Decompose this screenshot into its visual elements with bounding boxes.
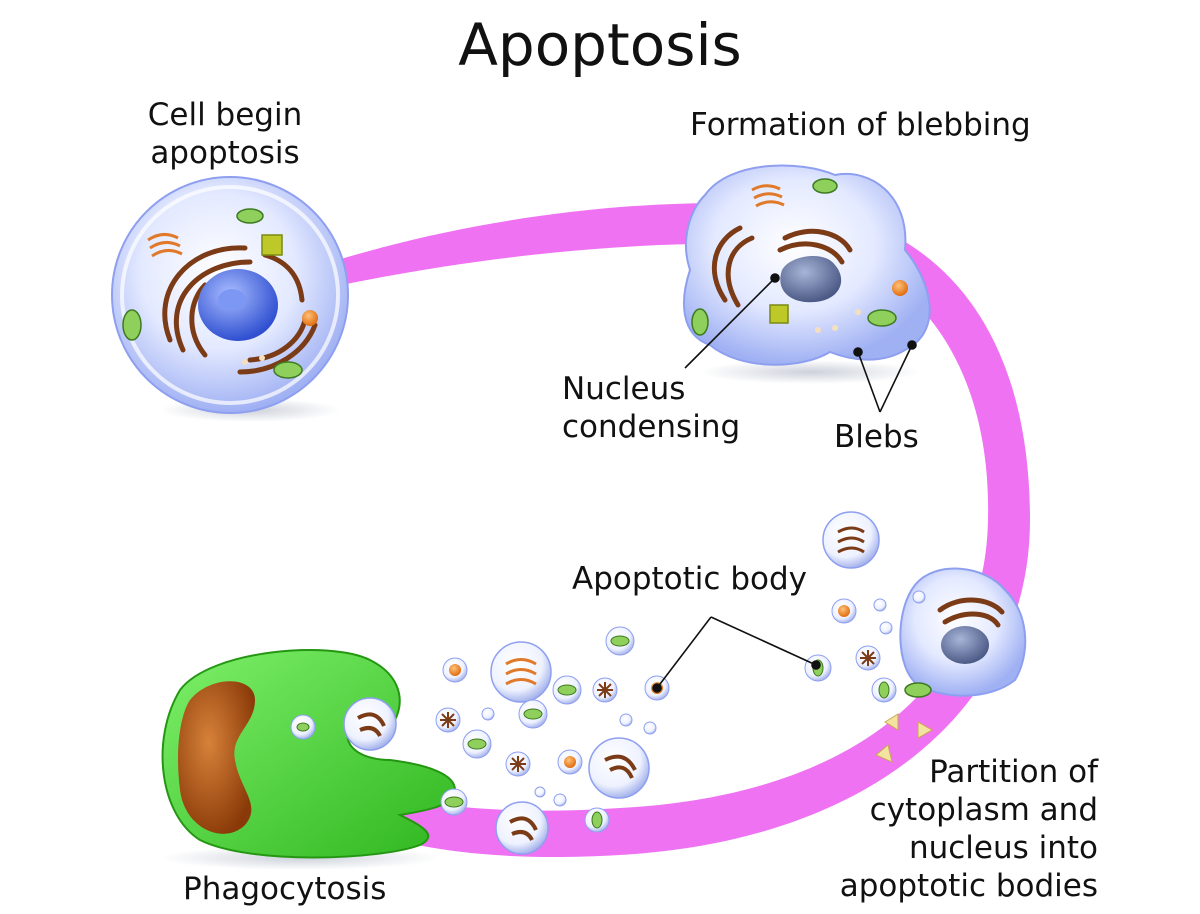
nucleus-pointer: [684, 277, 776, 369]
label-cell-begin-line2: apoptosis: [150, 135, 300, 171]
label-phagocytosis: Phagocytosis: [183, 871, 387, 907]
label-nucleus-line2: condensing: [562, 409, 741, 445]
apoptotic-body-pointer-left: [656, 616, 712, 689]
apoptotic-body-pointer-right: [710, 616, 817, 666]
blebbing-shadow: [700, 360, 920, 384]
apoptotic-bodies: [343, 511, 934, 855]
phagocyte: [161, 649, 457, 859]
label-blebs: Blebs: [834, 419, 919, 455]
label-partition-line4: apoptotic bodies: [839, 868, 1098, 904]
label-partition: Partition of cytoplasm and nucleus into …: [800, 753, 1098, 905]
blebbing-cell: [683, 164, 931, 366]
label-partition-line2: cytoplasm and: [869, 792, 1098, 828]
diagram-title: Apoptosis: [458, 11, 742, 79]
pointer-lines: [652, 273, 917, 693]
label-cell-begin-line1: Cell begin: [147, 97, 303, 133]
label-cell-begin: Cell begin apoptosis: [110, 96, 340, 172]
blebs-pointer-left: [857, 351, 881, 413]
label-nucleus-condensing: Nucleus condensing: [562, 370, 740, 446]
blebs-pointer-right: [879, 344, 913, 413]
label-nucleus-line1: Nucleus: [562, 371, 686, 407]
label-formation-of-blebbing: Formation of blebbing: [690, 107, 1031, 143]
label-partition-line3: nucleus into: [908, 830, 1098, 866]
label-apoptotic-body: Apoptotic body: [572, 561, 807, 597]
partitioning-cell: [899, 567, 1027, 698]
healthy-cell: [111, 176, 349, 414]
label-partition-line1: Partition of: [929, 754, 1098, 790]
